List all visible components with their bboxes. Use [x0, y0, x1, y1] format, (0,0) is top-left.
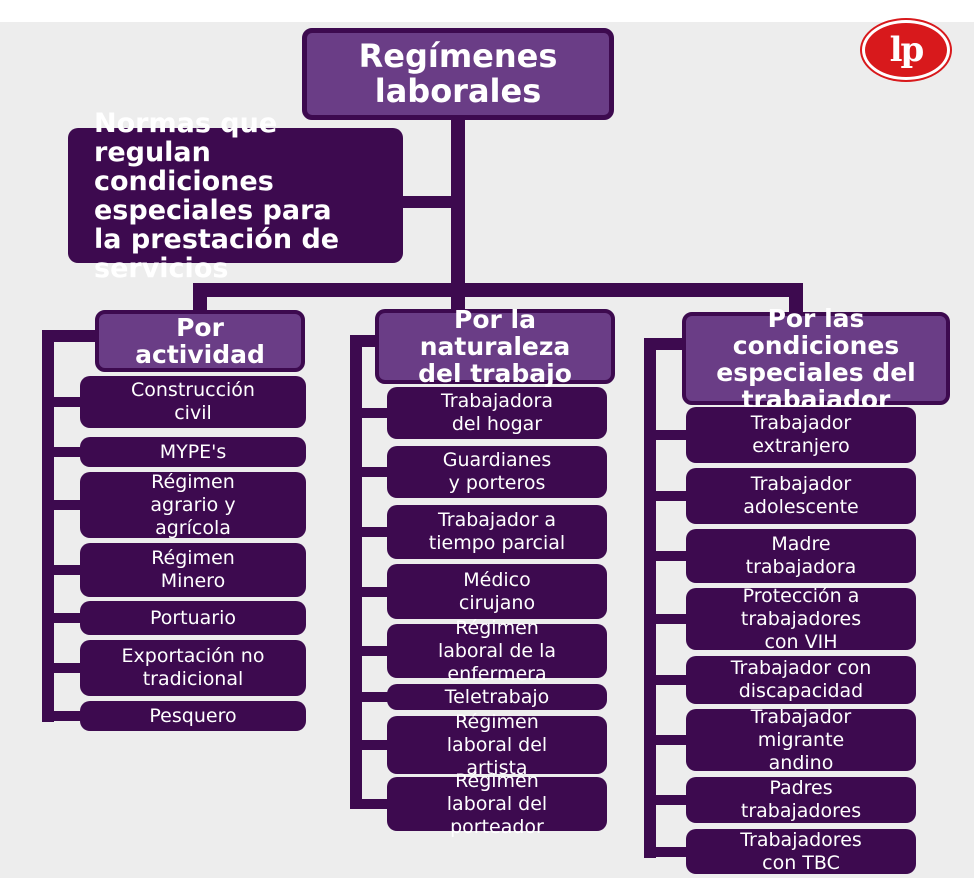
- connector-definition: [400, 196, 456, 208]
- item-connector: [644, 491, 690, 501]
- item-connector: [644, 614, 690, 624]
- regime-item: Exportación no tradicional: [80, 640, 306, 696]
- connector-root-trunk: [451, 120, 465, 296]
- connector-horizontal-bar: [193, 283, 803, 297]
- regime-item: Padres trabajadores: [686, 777, 916, 823]
- item-connector: [350, 467, 391, 477]
- regime-item: Protección a trabajadores con VIH: [686, 585, 916, 653]
- connector-category-1: [193, 283, 207, 316]
- branch-left-1: [42, 330, 104, 342]
- regime-item: Trabajador extranjero: [686, 407, 916, 463]
- category-by-worker-conditions: Por las condiciones especiales del traba…: [682, 305, 950, 413]
- regime-item: Trabajador a tiempo parcial: [387, 505, 607, 559]
- regime-item: Teletrabajo: [387, 684, 607, 710]
- item-connector: [350, 586, 391, 597]
- item-connector: [644, 675, 690, 685]
- regime-item: Régimen laboral del artista: [387, 711, 607, 779]
- item-connector: [42, 397, 84, 407]
- connector-category-2: [451, 283, 465, 311]
- item-connector: [42, 447, 84, 457]
- regime-item: Guardianes y porteros: [387, 446, 607, 498]
- item-connector: [42, 613, 84, 623]
- regime-item: Régimen Minero: [80, 543, 306, 597]
- item-connector: [42, 565, 84, 575]
- lp-logo: lp: [862, 20, 950, 80]
- regime-item: MYPE's: [80, 437, 306, 467]
- spine-3: [644, 338, 656, 858]
- item-connector: [350, 692, 391, 702]
- definition-box: Normas que regulan condiciones especiale…: [68, 109, 403, 283]
- regime-item: Madre trabajadora: [686, 529, 916, 583]
- regime-item: Trabajador migrante andino: [686, 706, 916, 774]
- item-connector: [42, 500, 84, 510]
- item-connector: [42, 711, 84, 721]
- item-connector: [350, 646, 391, 656]
- item-connector: [42, 663, 84, 673]
- regime-item: Médico cirujano: [387, 564, 607, 619]
- regime-item: Régimen laboral de la enfermera: [387, 617, 607, 685]
- regime-item: Trabajadores con TBC: [686, 829, 916, 874]
- item-connector: [644, 430, 690, 440]
- regime-item: Portuario: [80, 601, 306, 635]
- connector-category-3: [789, 283, 803, 316]
- item-connector: [644, 795, 690, 805]
- regime-item: Régimen agrario y agrícola: [80, 471, 306, 539]
- root-title: Regímenes laborales: [302, 28, 614, 120]
- item-connector: [350, 799, 391, 809]
- item-connector: [644, 735, 690, 745]
- item-connector: [350, 527, 391, 537]
- category-by-activity: Por actividad: [95, 310, 305, 372]
- regime-item: Construcción civil: [80, 376, 306, 428]
- item-connector: [644, 551, 690, 561]
- spine-1: [42, 330, 54, 722]
- regime-item: Régimen laboral del porteador: [387, 770, 607, 838]
- regime-item: Trabajadora del hogar: [387, 387, 607, 439]
- spine-2: [350, 335, 362, 805]
- item-connector: [350, 408, 391, 418]
- category-by-work-nature: Por la naturaleza del trabajo: [375, 306, 615, 387]
- item-connector: [644, 846, 690, 857]
- regime-item: Trabajador adolescente: [686, 468, 916, 524]
- regime-item: Trabajador con discapacidad: [686, 656, 916, 704]
- item-connector: [350, 740, 391, 750]
- regime-item: Pesquero: [80, 701, 306, 731]
